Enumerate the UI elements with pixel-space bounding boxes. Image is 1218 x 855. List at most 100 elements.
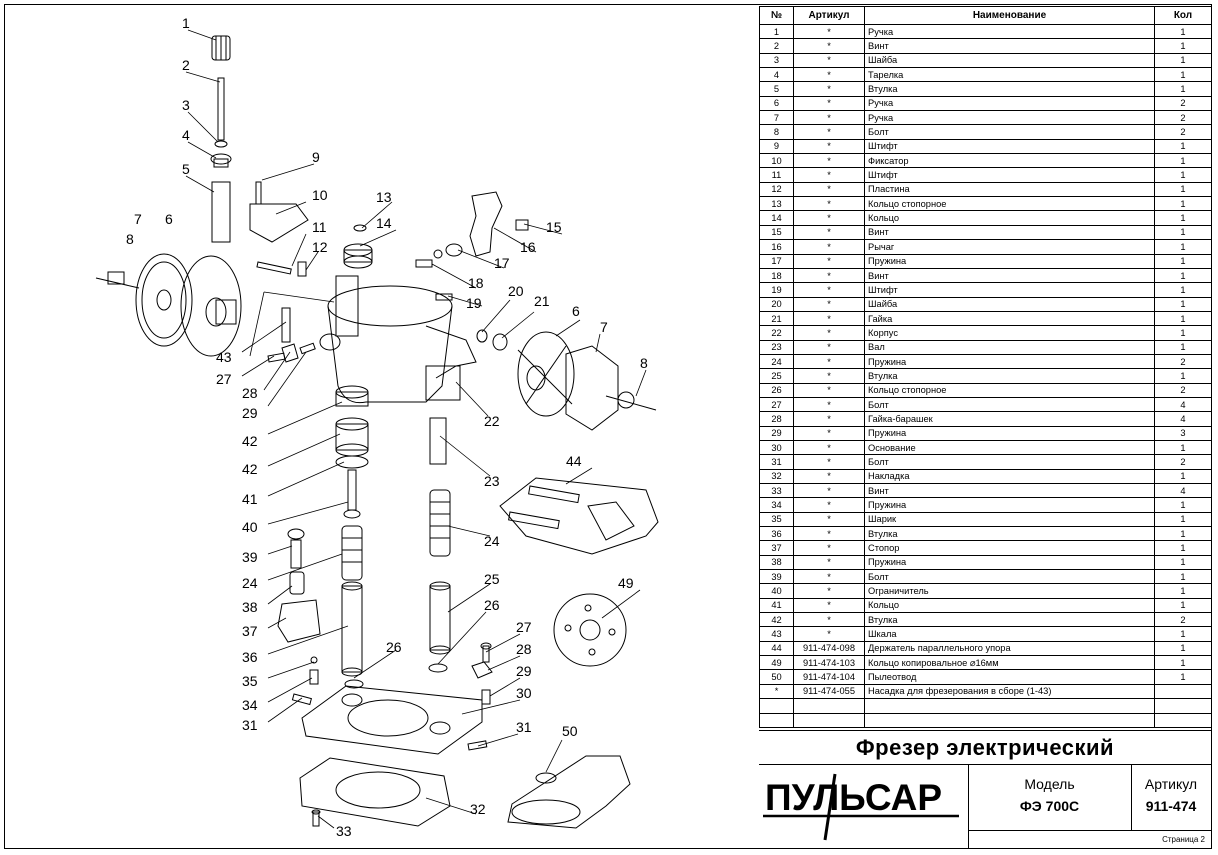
cell-qty: 1 xyxy=(1154,540,1212,556)
part-spring-24-left xyxy=(341,525,363,581)
part-bolt-31-left xyxy=(291,693,312,706)
cell-name: Винт xyxy=(864,482,1155,499)
callout: 26 xyxy=(386,639,402,655)
cell-qty: 1 xyxy=(1154,310,1212,327)
cell-article: * xyxy=(793,95,865,112)
callout: 42 xyxy=(242,461,258,477)
part-screw-2 xyxy=(217,77,225,141)
article-label: Артикул xyxy=(1144,776,1198,792)
cell-no: 42 xyxy=(759,612,794,628)
callout: 50 xyxy=(562,723,578,739)
part-pin-19 xyxy=(435,293,453,301)
cell-article: * xyxy=(793,296,865,312)
cell-name: Насадка для фрезерования в сборе (1-43) xyxy=(864,683,1155,700)
cell-no: 29 xyxy=(759,425,794,441)
callout: 43 xyxy=(216,349,232,365)
callout: 28 xyxy=(516,641,532,657)
cell-no: 4 xyxy=(759,67,794,83)
cell-qty: 1 xyxy=(1154,640,1212,657)
cell-name: Втулка xyxy=(864,81,1155,97)
cell-article: 911-474-055 xyxy=(793,683,865,700)
cell-qty xyxy=(1154,683,1212,700)
callout: 29 xyxy=(516,663,532,679)
cell-no: 33 xyxy=(759,482,794,499)
callout: 7 xyxy=(600,319,608,335)
cell-qty xyxy=(1154,698,1212,714)
cell-article: * xyxy=(793,67,865,83)
cell-no: 49 xyxy=(759,655,794,671)
callout: 13 xyxy=(376,189,392,205)
cell-qty: 1 xyxy=(1154,138,1212,155)
cell-qty: 1 xyxy=(1154,655,1212,671)
model-value: ФЭ 700С xyxy=(1019,798,1080,814)
part-handle-6-left xyxy=(180,255,242,357)
page-number: Страница 2 xyxy=(1162,835,1205,844)
cell-article: 911-474-098 xyxy=(793,640,865,657)
part-pad-32 xyxy=(299,757,451,827)
cell-qty: 1 xyxy=(1154,196,1212,212)
cell-article: * xyxy=(793,569,865,585)
cell-name: Накладка xyxy=(864,468,1155,485)
cell-article: * xyxy=(793,124,865,140)
cell-no: 25 xyxy=(759,368,794,384)
cell-name: Корпус xyxy=(864,325,1155,341)
cell-no: 50 xyxy=(759,669,794,685)
cell-qty: 1 xyxy=(1154,669,1212,685)
cell-article: * xyxy=(793,368,865,384)
cell-name: Ограничитель xyxy=(864,583,1155,599)
cell-name: Гайка xyxy=(864,310,1155,327)
cell-no: 23 xyxy=(759,339,794,355)
cell-name: Кольцо стопорное xyxy=(864,382,1155,398)
cell-article: * xyxy=(793,138,865,155)
part-spring-29-left xyxy=(299,342,316,355)
part-bolt-39 xyxy=(287,528,305,569)
cell-qty: 1 xyxy=(1154,296,1212,312)
part-retaining-ring-26-right xyxy=(428,663,448,673)
cell-qty: 1 xyxy=(1154,23,1212,40)
cell-no: 18 xyxy=(759,267,794,284)
cell-name: Шкала xyxy=(864,626,1155,642)
callout: 38 xyxy=(242,599,258,615)
cell-no: 30 xyxy=(759,439,794,456)
title-block: Фрезер электрический ПУЛЬСАР Модель ФЭ 7… xyxy=(759,730,1211,849)
part-sleeve-25 xyxy=(429,581,451,655)
callout: 35 xyxy=(242,673,258,689)
cell-qty: 1 xyxy=(1154,569,1212,585)
part-housing-22 xyxy=(319,275,477,404)
cell-qty: 1 xyxy=(1154,81,1212,97)
cell-name xyxy=(864,712,1155,728)
cell-no: 37 xyxy=(759,540,794,556)
cell-no: 43 xyxy=(759,626,794,642)
cell-qty: 1 xyxy=(1154,167,1212,183)
part-handle-7-right xyxy=(565,345,619,431)
callout: 29 xyxy=(242,405,258,421)
callout: 14 xyxy=(376,215,392,231)
callout: 23 xyxy=(484,473,500,489)
part-bolt-31-right xyxy=(467,740,488,751)
col-header-name: Наименование xyxy=(864,6,1155,25)
cell-qty: 1 xyxy=(1154,52,1212,69)
callout: 10 xyxy=(312,187,328,203)
cell-no: 17 xyxy=(759,253,794,269)
cell-name: Фиксатор xyxy=(864,153,1155,169)
part-washer-20 xyxy=(476,329,488,343)
callout: 15 xyxy=(546,219,562,235)
callout: 11 xyxy=(312,219,327,235)
cell-qty: 1 xyxy=(1154,224,1212,241)
part-ball-35 xyxy=(310,656,318,664)
